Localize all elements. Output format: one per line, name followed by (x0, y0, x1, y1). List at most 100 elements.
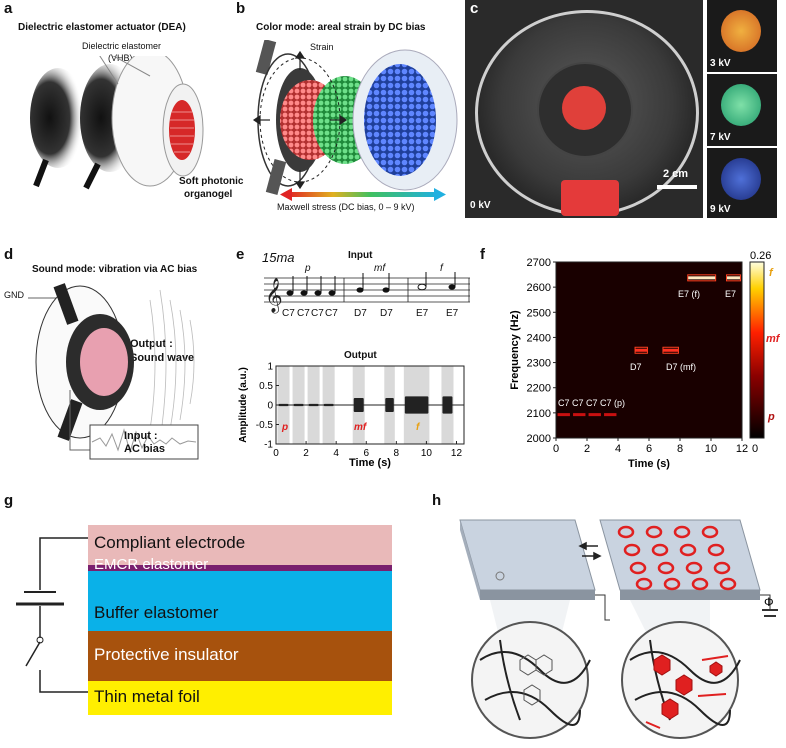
thumb-7kv-label: 7 kV (710, 132, 731, 143)
tone-bar-6 (662, 348, 679, 352)
y-tick-label-4: -0.5 (256, 420, 274, 431)
layer-thin-metal-foil: Thin metal foil (88, 681, 392, 715)
x-tick-label-6: 10 (421, 448, 433, 459)
note-name-3: C7 (311, 308, 324, 318)
clamp-red (561, 180, 619, 216)
panel-c-label: c (470, 0, 479, 17)
panel-a-callout-elastomer-1: Dielectric elastomer (82, 41, 162, 51)
thumb-3kv: 3 kV (707, 0, 777, 72)
x-tick-label-4: 6 (363, 448, 369, 459)
y-tick-label-3: 0 (267, 401, 273, 412)
panel-a-callout-gel-2: organogel (184, 189, 233, 200)
tone-glow-8 (726, 274, 741, 282)
gel-red (562, 86, 606, 130)
note-name-1: C7 (282, 308, 295, 318)
x-tick-label-7: 12 (736, 443, 748, 455)
left-slab-wire (595, 594, 610, 621)
panel-e-label: e (236, 246, 245, 263)
colorbar-mf: mf (766, 333, 780, 345)
slab-left-front (480, 590, 595, 600)
switch-lever (25, 641, 41, 667)
switch-arrows (578, 541, 602, 561)
thumb-9kv-label: 9 kV (710, 204, 731, 215)
tone-bar-7 (687, 276, 716, 280)
annot-e7a: E7 (f) (678, 289, 700, 299)
lead-bottom (265, 159, 287, 195)
plot-label-p: p (281, 422, 288, 433)
organogel-pink (80, 328, 128, 396)
lead-top (255, 40, 277, 75)
organogel-lattice (170, 111, 194, 153)
red-ring-array (617, 525, 737, 591)
y-ticks: 10.50-0.5-1 (256, 362, 279, 451)
burst-8 (442, 396, 453, 414)
note-name-7: E7 (416, 308, 429, 318)
spiropyran-left (519, 654, 553, 706)
panel-b-label: b (236, 0, 246, 17)
tone-bars (557, 274, 741, 417)
spectrogram-area (556, 262, 742, 438)
colorbar-f: f (769, 267, 774, 279)
circuit (16, 537, 88, 693)
tone-glow-7 (687, 274, 717, 282)
input-label-1: Input : (124, 430, 158, 442)
output-label-1: Output : (130, 338, 173, 350)
y-tick-label-2: 0.5 (259, 381, 273, 392)
thumb-3kv-label: 3 kV (710, 58, 731, 69)
panel-b-stress: Maxwell stress (DC bias, 0 – 9 kV) (277, 202, 415, 212)
panel-g-label: g (4, 492, 14, 509)
note-name-2: C7 (297, 308, 310, 318)
y-axis-label: Amplitude (a.u.) (238, 367, 249, 443)
input-title: Input (348, 250, 373, 261)
note-name-6: D7 (380, 308, 393, 318)
circuit-wire-bottom (39, 670, 88, 693)
dynamic-p: p (305, 263, 311, 274)
electrode-lead-left (33, 158, 49, 188)
phi-label: Φ (764, 595, 774, 609)
x-tick-label-5: 8 (677, 443, 683, 455)
stress-arrow-left-head (280, 188, 292, 201)
y-tick-label-8: 2000 (527, 433, 551, 445)
tone-bar-2 (573, 413, 586, 417)
x-tick-label-3: 4 (615, 443, 621, 455)
tone-glow-5 (634, 346, 648, 354)
thumb-3kv-gel (721, 10, 761, 52)
panel-a-title: Dielectric elastomer actuator (DEA) (18, 22, 186, 33)
notes (286, 272, 456, 296)
tone-bar-3 (588, 413, 601, 417)
burst-3 (308, 403, 319, 407)
panel-d-title: Sound mode: vibration via AC bias (32, 264, 198, 275)
polymer-chains-left (479, 639, 591, 726)
gnd-label: GND (4, 290, 24, 300)
color-mode-illustration (252, 40, 458, 201)
photonic-organogel (169, 100, 195, 160)
panel-h-label: h (432, 492, 442, 509)
output-title: Output (344, 350, 377, 361)
layer-buffer-elastomer: Buffer elastomer (88, 571, 392, 631)
music-staff: 𝄞 C7 C7 C7 C7 D7 D7 E7 E7 (264, 272, 470, 318)
layer-label-1: Compliant electrode (94, 533, 246, 552)
thumb-7kv: 7 kV (707, 74, 777, 146)
left-mark (495, 571, 505, 581)
scale-bar (657, 185, 697, 189)
x-tick-label-1: 0 (273, 448, 279, 459)
layer-label-3: Buffer elastomer (94, 603, 219, 622)
panel-a-callout-gel-1: Soft photonic (179, 176, 244, 187)
input-label-2: AC bias (124, 443, 165, 455)
tone-bar-1 (557, 413, 570, 417)
annot-c7: C7 C7 C7 C7 (p) (558, 398, 625, 408)
note-name-8: E7 (446, 308, 459, 318)
y-tick-label-1: 2700 (527, 257, 551, 269)
organogel-blue (364, 64, 436, 176)
input-wire (69, 390, 90, 451)
slab-right-front (620, 590, 760, 600)
strain-arrows (252, 50, 348, 190)
annot-d7b: D7 (mf) (666, 362, 696, 372)
x-tick-label-2: 2 (584, 443, 590, 455)
y-tick-label-1: 1 (267, 362, 273, 373)
plot-label-mf: mf (354, 422, 368, 433)
